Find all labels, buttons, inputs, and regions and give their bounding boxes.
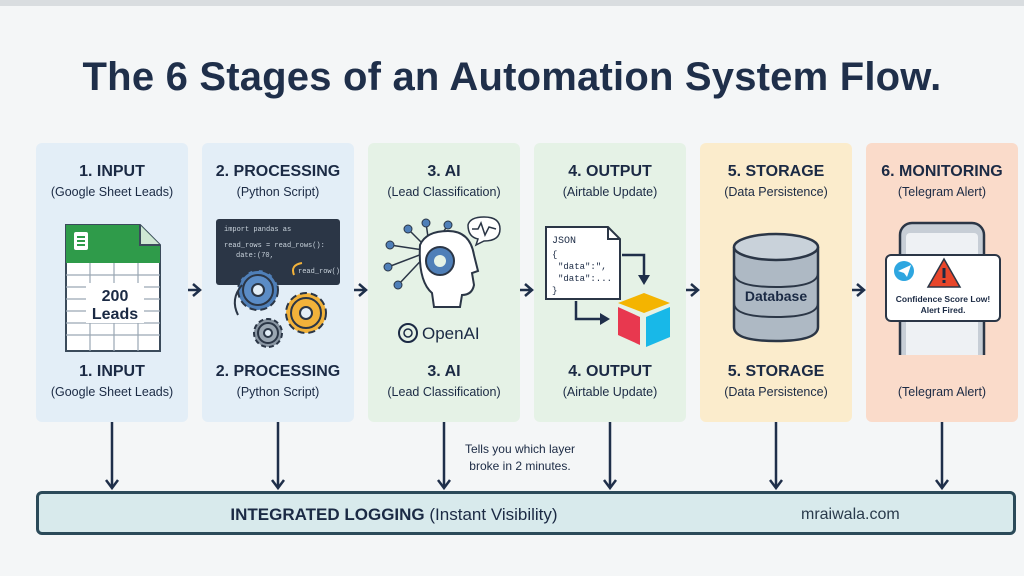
stage-subtitle: (Airtable Update) — [562, 185, 658, 199]
arrow-right-icon — [686, 283, 700, 297]
annotation-note: Tells you which layer broke in 2 minutes… — [440, 441, 600, 475]
stage-title: 5. STORAGE — [727, 163, 825, 180]
stage-subtitle: (Python Script) — [236, 185, 320, 199]
database-icon: Database — [732, 232, 820, 343]
brand-watermark: mraiwala.com — [801, 506, 900, 523]
json-line: } — [552, 286, 557, 296]
leads-count: 200 — [102, 288, 129, 305]
telegram-icon — [894, 261, 914, 281]
arrow-right-icon — [354, 283, 368, 297]
stage-subtitle: (Data Persistence) — [724, 185, 828, 199]
stage-footer-title: 1. INPUT — [79, 363, 145, 380]
stage-footer-subtitle: (Python Script) — [236, 385, 320, 399]
stage-subtitle: (Lead Classification) — [387, 185, 501, 199]
stage-subtitle: (Telegram Alert) — [897, 185, 987, 199]
database-label: Database — [745, 288, 807, 304]
stage-title: 4. OUTPUT — [568, 163, 652, 180]
json-line: "data":... — [558, 274, 612, 284]
top-border — [0, 0, 1024, 6]
stage-output: 4. OUTPUT (Airtable Update) JSON { "data… — [534, 143, 686, 422]
code-line: import pandas as — [224, 226, 291, 234]
logging-subtitle: (Instant Visibility) — [424, 505, 558, 524]
code-line: read_row() — [298, 268, 340, 276]
python-script-icon: import pandas as read_rows = read_rows()… — [216, 219, 340, 348]
arrow-down-icon — [105, 422, 119, 491]
stage-monitoring: 6. MONITORING (Telegram Alert) Confidenc… — [866, 143, 1018, 422]
gear-icon — [285, 292, 327, 334]
stage-title: 6. MONITORING — [881, 163, 1003, 180]
alert-text: Alert Fired. — [921, 305, 966, 315]
stage-footer-subtitle: (Telegram Alert) — [897, 385, 987, 399]
arrow-down-icon — [271, 422, 285, 491]
stage-footer-subtitle: (Airtable Update) — [562, 385, 658, 399]
json-line: "data":", — [558, 262, 607, 272]
stage-processing: 2. PROCESSING (Python Script) import pan… — [202, 143, 354, 422]
note-line: Tells you which layer — [464, 442, 576, 456]
google-sheet-icon: 200 Leads — [65, 224, 161, 352]
gear-icon — [253, 318, 283, 348]
stage-title: 2. PROCESSING — [215, 163, 341, 180]
openai-label: OpenAI — [422, 324, 480, 343]
note-line: broke in 2 minutes. — [469, 459, 571, 473]
stage-footer-subtitle: (Google Sheet Leads) — [50, 385, 174, 399]
arrow-down-icon — [603, 422, 617, 491]
arrow-right-icon — [188, 283, 202, 297]
stage-input: 1. INPUT (Google Sheet Leads) 200 Leads … — [36, 143, 188, 422]
stage-footer-subtitle: (Lead Classification) — [387, 385, 501, 399]
arrow-right-icon — [852, 283, 866, 297]
leads-label: Leads — [92, 306, 138, 323]
airtable-logo-icon — [618, 293, 670, 347]
integrated-logging-bar: INTEGRATED LOGGING (Instant Visibility) … — [36, 491, 1016, 535]
stage-subtitle: (Google Sheet Leads) — [50, 185, 174, 199]
code-line: read_rows = read_rows(): — [224, 242, 325, 250]
json-to-airtable-icon: JSON { "data":", "data":... } — [545, 226, 670, 347]
phone-alert-icon: Confidence Score Low! Alert Fired. — [885, 221, 1001, 355]
stage-footer-title: 5. STORAGE — [727, 363, 825, 380]
ai-head-icon: OpenAI — [383, 216, 501, 343]
stage-footer-title: 2. PROCESSING — [215, 363, 341, 380]
logging-title: INTEGRATED LOGGING — [230, 505, 425, 524]
logging-label: INTEGRATED LOGGING (Instant Visibility) — [39, 505, 749, 525]
arrow-down-icon — [935, 422, 949, 491]
stage-title: 3. AI — [427, 163, 461, 180]
code-line: date:(70, — [236, 252, 274, 260]
arrow-down-icon — [437, 422, 451, 491]
stage-footer-subtitle: (Data Persistence) — [724, 385, 828, 399]
stage-title: 1. INPUT — [79, 163, 145, 180]
openai-logo-icon — [398, 323, 418, 343]
stage-footer-title: 4. OUTPUT — [568, 363, 652, 380]
page-title: The 6 Stages of an Automation System Flo… — [82, 55, 942, 99]
stage-footer-title: 3. AI — [427, 363, 461, 380]
json-line: { — [552, 250, 557, 260]
json-label: JSON — [552, 236, 576, 247]
gear-icon — [237, 269, 279, 311]
arrow-down-icon — [769, 422, 783, 491]
stage-storage: 5. STORAGE (Data Persistence) Database 5… — [700, 143, 852, 422]
arrow-right-icon — [520, 283, 534, 297]
alert-text: Confidence Score Low! — [896, 294, 991, 304]
warning-icon — [926, 257, 962, 288]
stage-ai: 3. AI (Lead Classification) OpenAI 3. AI… — [368, 143, 520, 422]
